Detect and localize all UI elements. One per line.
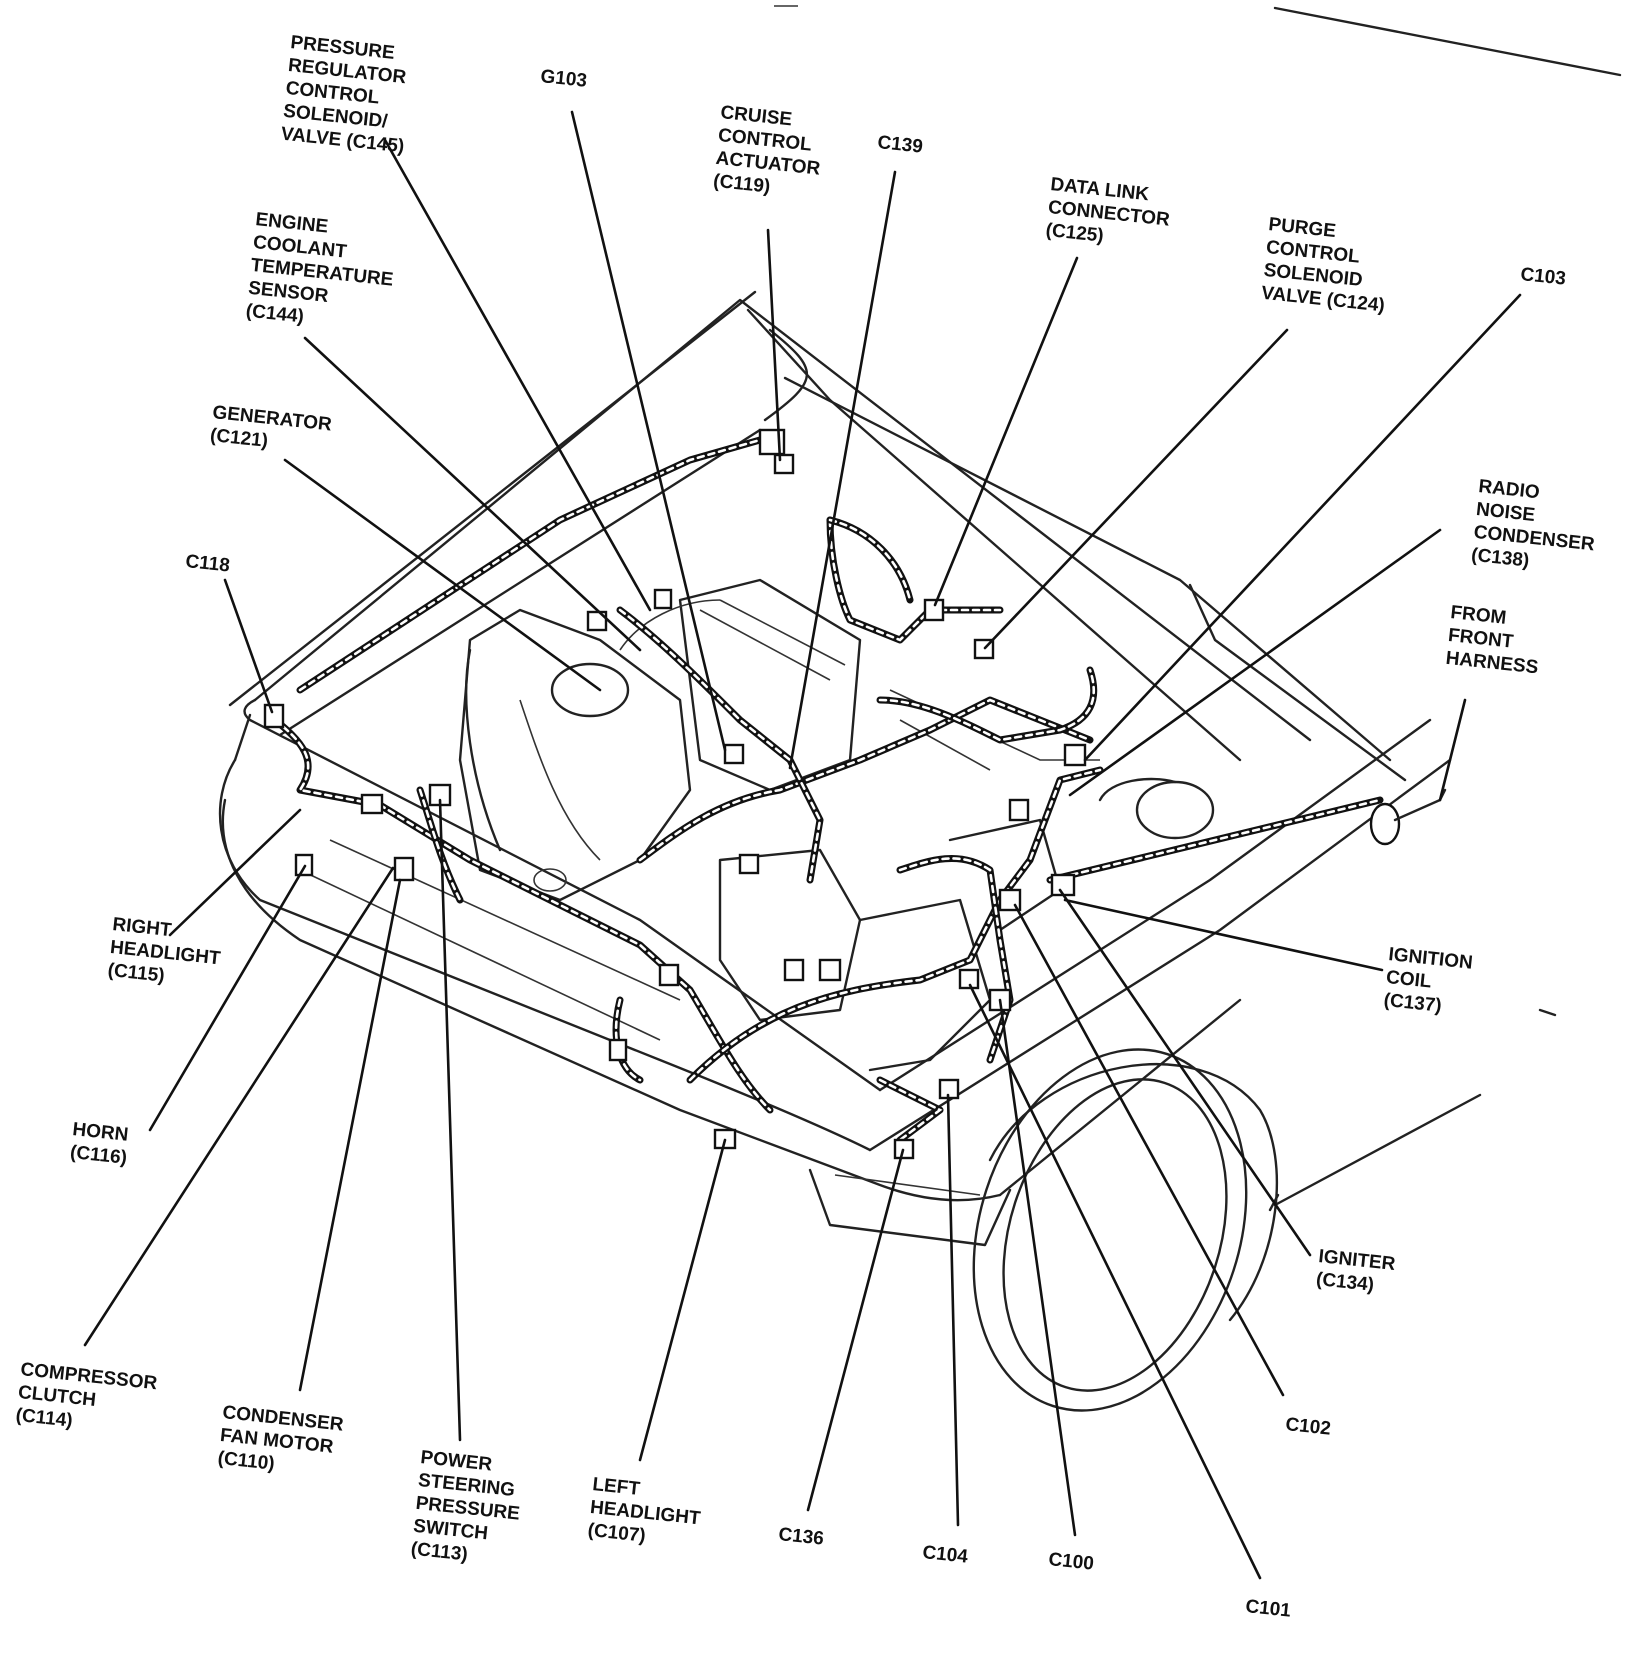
leader-condenser-fan xyxy=(298,878,402,1392)
label-c103: C103 xyxy=(1519,264,1566,290)
label-generator: GENERATOR (C121) xyxy=(209,402,338,459)
leader-c136 xyxy=(806,1148,905,1512)
leader-compressor-clutch xyxy=(83,866,395,1347)
label-horn: HORN (C116) xyxy=(69,1119,134,1169)
leader-from-front-harness xyxy=(1438,698,1467,802)
label-pressure-regulator: PRESSURE REGULATOR CONTROL SOLENOID/ VAL… xyxy=(280,32,415,157)
leader-c118 xyxy=(223,578,274,714)
label-ignition-coil: IGNITION COIL (C137) xyxy=(1383,944,1479,1020)
label-power-steering: POWER STEERING PRESSURE SWITCH (C113) xyxy=(410,1447,531,1571)
vehicle-outline xyxy=(218,5,1622,1412)
leader-purge-control xyxy=(983,328,1289,650)
leader-left-headlight xyxy=(638,1138,727,1462)
leader-c139 xyxy=(788,170,897,770)
label-c100: C100 xyxy=(1047,1549,1094,1575)
label-from-front-harness: FROM FRONT HARNESS xyxy=(1445,602,1544,678)
leader-igniter xyxy=(1058,888,1312,1257)
leader-g103 xyxy=(570,110,727,752)
label-c102: C102 xyxy=(1284,1414,1331,1440)
leader-radio-noise xyxy=(1068,528,1442,797)
label-purge-control: PURGE CONTROL SOLENOID VALVE (C124) xyxy=(1260,214,1393,316)
label-c118: C118 xyxy=(184,551,230,577)
leader-c101 xyxy=(968,983,1262,1580)
leader-cruise-control xyxy=(766,228,782,462)
label-igniter: IGNITER (C134) xyxy=(1315,1246,1401,1298)
label-right-headlight: RIGHT HEADLIGHT (C115) xyxy=(107,914,229,993)
leader-right-headlight xyxy=(168,808,302,937)
leader-data-link xyxy=(933,256,1079,607)
leader-generator xyxy=(283,458,602,692)
label-c104: C104 xyxy=(921,1542,969,1568)
label-radio-noise: RADIO NOISE CONDENSER (C138) xyxy=(1470,476,1605,579)
label-g103: G103 xyxy=(539,66,587,92)
label-c101: C101 xyxy=(1244,1596,1292,1622)
label-compressor-clutch: COMPRESSOR CLUTCH (C114) xyxy=(15,1359,164,1441)
leader-c102 xyxy=(1013,903,1285,1397)
leader-c103 xyxy=(1083,293,1522,762)
leader-pressure-regulator xyxy=(383,138,652,612)
leader-horn xyxy=(148,864,307,1132)
label-condenser-fan: CONDENSER FAN MOTOR (C110) xyxy=(217,1402,350,1482)
label-cruise-control: CRUISE CONTROL ACTUATOR (C119) xyxy=(712,102,831,203)
leader-power-steering xyxy=(438,798,462,1442)
label-c139: C139 xyxy=(876,132,923,158)
leader-lines xyxy=(83,110,1522,1580)
label-c136: C136 xyxy=(777,1524,824,1550)
label-engine-coolant: ENGINE COOLANT TEMPERATURE SENSOR (C144) xyxy=(245,209,404,337)
callout-labels: PRESSURE REGULATOR CONTROL SOLENOID/ VAL… xyxy=(15,32,1605,1622)
leader-engine-coolant xyxy=(303,336,642,652)
leader-ignition-coil xyxy=(1063,898,1384,972)
engine-block xyxy=(458,578,1215,1072)
leader-c104 xyxy=(946,1093,960,1527)
wiring-harness xyxy=(263,428,1104,1160)
label-data-link: DATA LINK CONNECTOR (C125) xyxy=(1045,174,1179,254)
label-left-headlight: LEFT HEADLIGHT (C107) xyxy=(587,1474,709,1553)
leader-c100 xyxy=(998,998,1077,1537)
